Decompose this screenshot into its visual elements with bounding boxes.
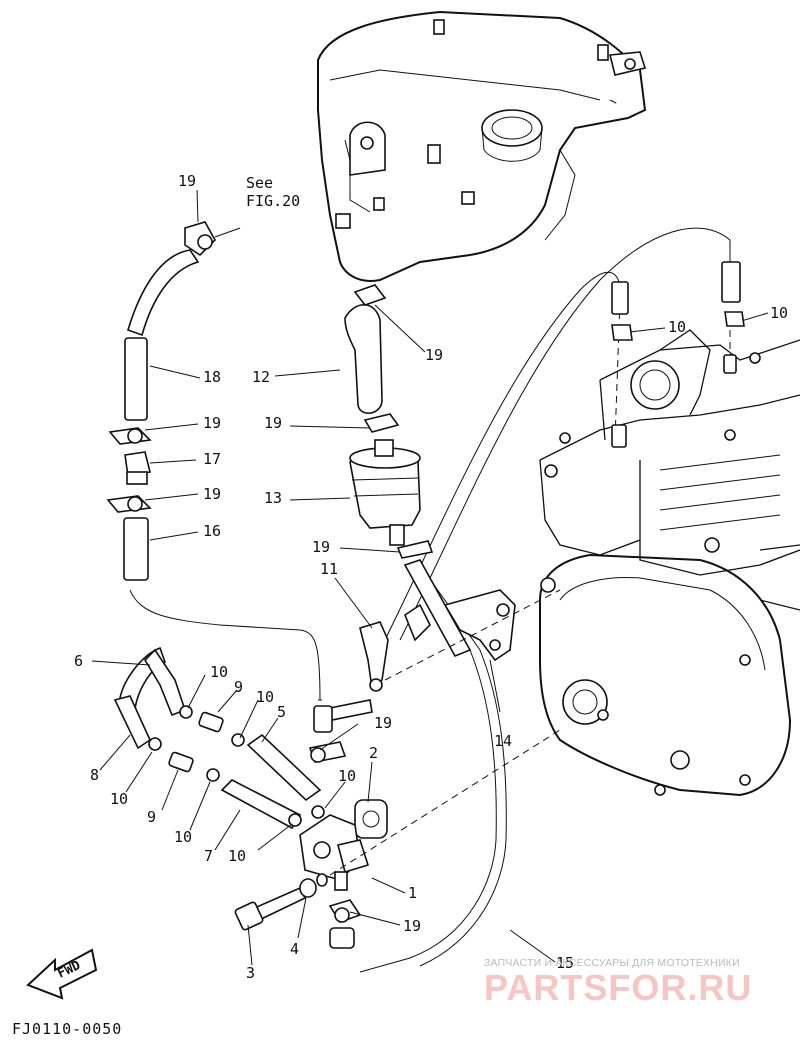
callout-18: 18 xyxy=(203,368,222,386)
callout-19: 19 xyxy=(374,714,393,732)
callout-1: 1 xyxy=(408,884,418,902)
callout-19: 19 xyxy=(312,538,331,556)
callout-4: 4 xyxy=(290,940,300,958)
callout-6: 6 xyxy=(74,652,84,670)
callout-17: 17 xyxy=(203,450,222,468)
figure-code: FJ0110-0050 xyxy=(12,1020,123,1038)
hose-routing xyxy=(129,227,731,973)
callout-7: 7 xyxy=(204,847,214,865)
callout-14: 14 xyxy=(494,732,513,750)
callout-9: 9 xyxy=(234,678,244,696)
fuel-tank xyxy=(317,10,647,282)
watermark-tagline: ЗАПЧАСТИ И АКСЕССУАРЫ ДЛЯ МОТОТЕХНИКИ xyxy=(484,957,740,969)
callout-10: 10 xyxy=(338,767,357,785)
callout-10: 10 xyxy=(770,304,789,322)
callout-10: 10 xyxy=(256,688,275,706)
engine-block xyxy=(539,329,800,797)
callout-16: 16 xyxy=(203,522,222,540)
callout-11: 11 xyxy=(320,560,339,578)
callout-13: 13 xyxy=(264,489,283,507)
callout-12: 12 xyxy=(252,368,271,386)
callout-9: 9 xyxy=(147,808,157,826)
callout-3: 3 xyxy=(246,964,256,982)
callout-19: 19 xyxy=(403,917,422,935)
callout-10: 10 xyxy=(110,790,129,808)
engine-side-fittings xyxy=(611,261,745,448)
callout-10: 10 xyxy=(174,828,193,846)
fwd-arrow-icon: FWD xyxy=(26,948,98,1000)
watermark-brand: PARTSFOR.RU xyxy=(484,967,753,1008)
callout-19: 19 xyxy=(203,414,222,432)
callout-10: 10 xyxy=(210,663,229,681)
fuel-cock-assembly xyxy=(113,299,731,949)
callout-5: 5 xyxy=(277,703,287,721)
callout-15: 15 xyxy=(556,954,575,972)
callout-8: 8 xyxy=(90,766,100,784)
left-hose-assembly xyxy=(106,221,216,581)
watermark: ЗАПЧАСТИ И АКСЕССУАРЫ ДЛЯ МОТОТЕХНИКИ PA… xyxy=(484,957,784,1009)
callout-2: 2 xyxy=(369,744,379,762)
fuel-filter-assembly xyxy=(344,284,472,658)
callout-19: 19 xyxy=(264,414,283,432)
callout-10: 10 xyxy=(668,318,687,336)
callout-19: 19 xyxy=(203,485,222,503)
callout-19: 19 xyxy=(178,172,197,190)
see-reference-note: See FIG.20 xyxy=(246,174,301,210)
callout-19: 19 xyxy=(425,346,444,364)
callout-10: 10 xyxy=(228,847,247,865)
